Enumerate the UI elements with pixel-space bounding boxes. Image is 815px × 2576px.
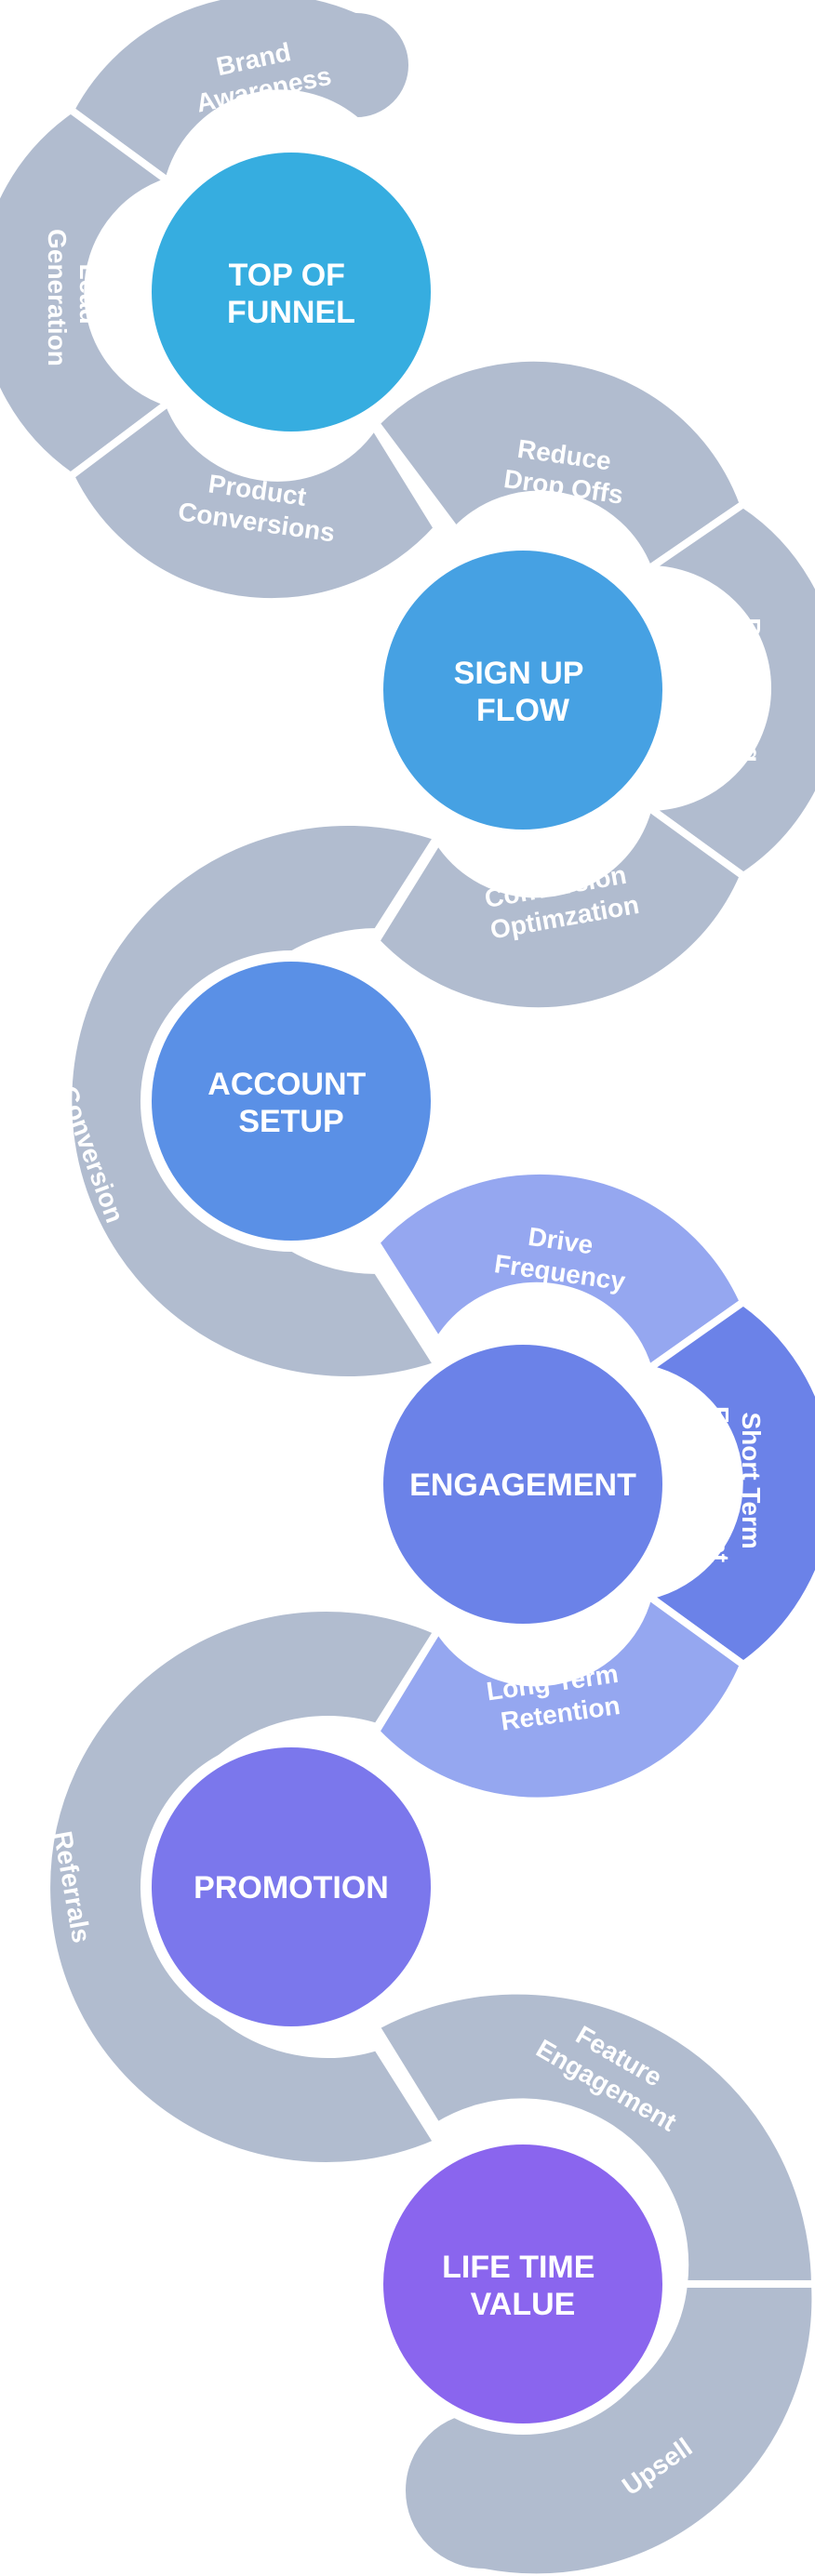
svg-text:ACCOUNT SETUP: ACCOUNT SETUP	[207, 1067, 374, 1139]
hub-life-time-value	[372, 2133, 674, 2435]
stage-top-of-funnel: TOP OF FUNNEL Brand Awareness Lead Gener…	[0, 0, 442, 606]
stage-life-time-value: LIFE TIME VALUE Feature Engagement Upsel…	[372, 1986, 815, 2576]
segment-label: Lead	[74, 263, 103, 324]
svg-text:ENGAGEMENT: ENGAGEMENT	[409, 1467, 636, 1503]
hub-title-line: PROMOTION	[194, 1870, 389, 1905]
stage-engagement: ENGAGEMENT Drive Frequency Short Term En…	[372, 1166, 815, 1805]
segment-reduce-drop-offs	[372, 353, 747, 573]
svg-text:Lead Generation: Lead Generation	[43, 229, 103, 366]
segment-drive-frequency	[372, 1166, 747, 1373]
hub-title-line: ENGAGEMENT	[409, 1467, 636, 1503]
segment-label: Short Term	[737, 1412, 766, 1548]
hub-title-line: LIFE TIME	[442, 2250, 595, 2285]
stage-promotion: PROMOTION Referrals	[43, 1604, 442, 2170]
hub-engagement	[372, 1334, 674, 1635]
segment-feature-engagement	[372, 1986, 815, 2288]
hub-promotion	[140, 1736, 442, 2038]
svg-text:Short Term Engagement: Short Term Engagement	[705, 1406, 766, 1562]
stage-account-setup: ACCOUNT SETUP Increase Conversion	[15, 818, 442, 1384]
hub-title-line: SIGN UP	[454, 656, 583, 691]
svg-text:PROMOTION: PROMOTION	[194, 1870, 389, 1905]
segment-product-conversions	[67, 399, 441, 606]
segment-conversion-optimzation	[372, 803, 747, 1016]
hub-top-of-funnel	[140, 141, 442, 443]
svg-text:TOP OF FUNNEL: TOP OF FUNNEL	[227, 258, 355, 330]
segment-brand-awareness	[67, 0, 416, 185]
segment-long-term-retention	[372, 1592, 747, 1805]
svg-text:Retargeting: Retargeting	[737, 617, 766, 763]
stage-sign-up-flow: SIGN UP FLOW Reduce Drop Offs Retargetin…	[372, 353, 815, 1016]
segment-label: Retargeting	[737, 617, 766, 763]
hub-title-line: FUNNEL	[227, 295, 355, 330]
hub-sign-up-flow	[372, 539, 674, 841]
hub-title-line: TOP OF	[229, 258, 345, 293]
svg-text:LIFE TIME VALUE: LIFE TIME VALUE	[442, 2250, 604, 2322]
hub-title-line: ACCOUNT	[207, 1067, 366, 1102]
svg-text:SIGN UP FLOW: SIGN UP FLOW	[454, 656, 593, 728]
hub-title-line: VALUE	[471, 2287, 576, 2322]
hub-title-line: FLOW	[476, 693, 570, 728]
segment-retargeting	[645, 500, 815, 880]
segment-label: Engagement	[705, 1406, 734, 1562]
hub-title-line: SETUP	[238, 1104, 343, 1139]
hub-account-setup	[140, 950, 442, 1252]
segment-label: Generation	[43, 229, 72, 366]
